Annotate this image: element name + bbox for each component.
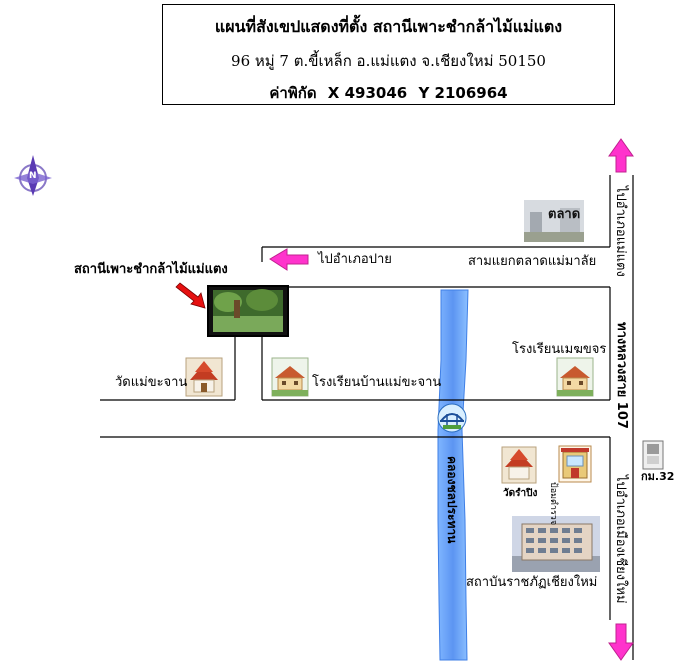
km-marker-label: กม.32 <box>641 470 675 483</box>
canal <box>437 289 469 661</box>
station-label: สถานีเพาะชำกล้าไม้แม่แตง <box>74 262 228 277</box>
km-marker-icon <box>642 440 664 470</box>
school-ban-maekajan-icon <box>271 357 309 397</box>
school-mengrai-label: โรงเรียนเมฆขจร <box>512 342 607 357</box>
roads <box>100 175 634 660</box>
direction-arrows <box>269 138 634 661</box>
compass-north-icon <box>14 155 52 196</box>
to-chiangmai-label: ไปอำเภอเมืองเชียงใหม่ <box>613 475 628 604</box>
coordinates: ค่าพิกัด X 493046 Y 2106964 <box>163 81 614 105</box>
station-address: 96 หมู่ 7 ต.ขี้เหล็ก อ.แม่แตง จ.เชียงใหม… <box>231 52 546 70</box>
map-title: แผนที่สังเขปแสดงที่ตั้ง สถานีเพาะชำกล้าไ… <box>214 17 563 36</box>
to-maetang-label: ไปอำเภอแม่แตง <box>613 186 628 277</box>
station-photo <box>207 285 289 337</box>
highway-107-label: ทางหลวงสาย 107 <box>614 322 629 429</box>
school-mengrai-icon <box>556 357 594 397</box>
canal-label: คลองชลประทาน <box>445 456 459 544</box>
coord-x: X 493046 <box>327 84 408 102</box>
school-ban-maekajan-label: โรงเรียนบ้านแม่ขะจาน <box>312 375 442 390</box>
wat-maekajan-label: วัดแม่ขะจาน <box>115 375 188 390</box>
arrow-west-icon <box>269 248 309 271</box>
market-photo <box>524 200 584 242</box>
market-label: ตลาด <box>548 207 581 222</box>
institute-label: สถาบันราชภัฏเชียงใหม่ <box>466 575 598 590</box>
map-title-box: แผนที่สังเขปแสดงที่ตั้ง สถานีเพาะชำกล้าไ… <box>162 4 615 105</box>
market-junction-label: สามแยกตลาดแม่มาลัย <box>468 254 597 269</box>
wat-ramping-icon <box>501 446 537 484</box>
wat-ramping-label: วัดรำปิง <box>503 488 538 499</box>
to-pai-label: ไปอำเภอปาย <box>318 252 392 267</box>
wat-maekajan-icon <box>185 357 223 397</box>
police-box-label: ป้อมตำรวจ <box>548 482 558 526</box>
coord-y: Y 2106964 <box>418 84 508 102</box>
coord-label: ค่าพิกัด <box>269 84 317 102</box>
station-pointer-icon <box>175 282 206 309</box>
institute-photo <box>512 516 600 572</box>
arrow-north-icon <box>608 138 634 173</box>
arrow-south-icon <box>608 623 634 661</box>
bridge-icon <box>437 403 467 433</box>
compass-letter: N <box>29 171 37 181</box>
police-box-icon <box>558 445 592 483</box>
